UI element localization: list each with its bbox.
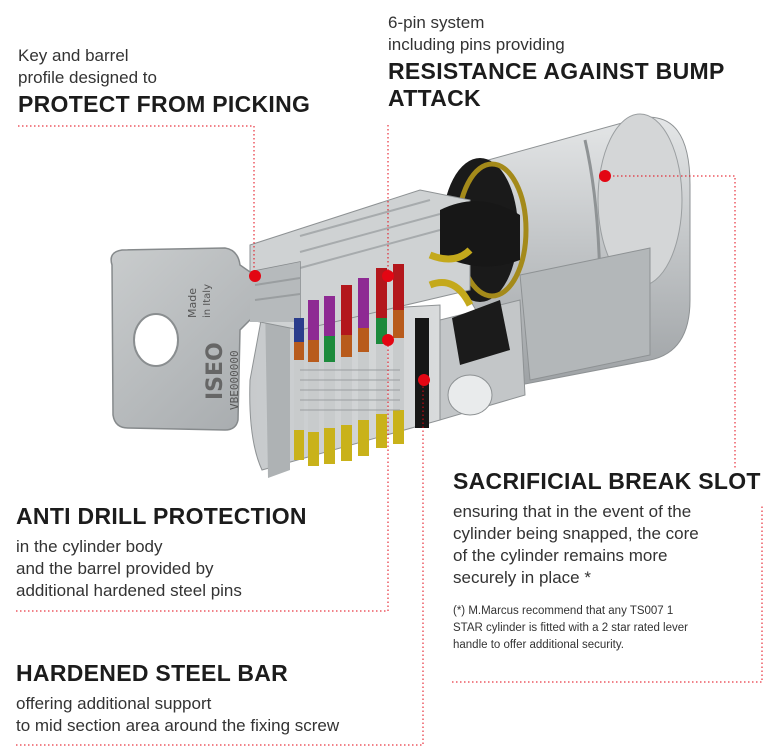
callout-picking: Key and barrel profile designed to PROTE…	[18, 45, 310, 118]
footnote-line2: STAR cylinder is fitted with a 2 star ra…	[453, 622, 688, 634]
bump-line1: 6-pin system	[388, 13, 485, 32]
callout-bump: 6-pin system including pins providing RE…	[388, 12, 725, 112]
picking-heading: PROTECT FROM PICKING	[18, 91, 311, 117]
steel-bar-heading: HARDENED STEEL BAR	[16, 660, 289, 686]
break-slot-line2: cylinder being snapped, the core	[453, 524, 699, 543]
key: Made in Italy ISEO VBE000000	[110, 247, 301, 431]
break-slot-heading: SACRIFICIAL BREAK SLOT	[453, 468, 761, 494]
anti-drill-line2: and the barrel provided by	[16, 559, 214, 578]
anti-drill-line1: in the cylinder body	[16, 537, 163, 556]
key-code-text: VBE000000	[228, 350, 241, 410]
marker-dot-picking	[249, 270, 261, 282]
marker-dot-steel-bar	[418, 374, 430, 386]
callout-steel-bar: HARDENED STEEL BAR offering additional s…	[16, 660, 339, 737]
break-slot-line3: of the cylinder remains more	[453, 546, 668, 565]
bump-heading-2: ATTACK	[388, 85, 481, 111]
leader-break-slot-top	[605, 175, 736, 468]
footnote-line3: handle to offer additional security.	[453, 639, 624, 651]
leader-picking	[18, 125, 255, 276]
pin-stack	[294, 264, 404, 466]
leader-break-slot-bottom	[452, 505, 763, 683]
picking-line1: Key and barrel	[18, 46, 129, 65]
marker-dot-bump	[382, 270, 394, 282]
marker-dots	[249, 170, 611, 386]
callout-break-slot: SACRIFICIAL BREAK SLOT ensuring that in …	[453, 468, 763, 654]
bump-line2: including pins providing	[388, 35, 565, 54]
cylinder-cutaway	[249, 189, 526, 478]
steel-bar-line2: to mid section area around the fixing sc…	[16, 716, 340, 735]
key-made-text: Made	[186, 288, 199, 318]
key-origin-text: in Italy	[202, 284, 213, 318]
footnote-line1: (*) M.Marcus recommend that any TS007 1	[453, 605, 674, 617]
marker-dot-anti-drill	[382, 334, 394, 346]
bump-heading-1: RESISTANCE AGAINST BUMP	[388, 58, 725, 84]
marker-dot-break-slot	[599, 170, 611, 182]
key-brand-logo: ISEO	[203, 342, 228, 400]
leader-anti-drill	[16, 340, 389, 612]
steel-bar-line1: offering additional support	[16, 694, 212, 713]
callout-anti-drill: ANTI DRILL PROTECTION in the cylinder bo…	[16, 503, 307, 602]
picking-line2: profile designed to	[18, 68, 157, 87]
break-slot-line4: securely in place *	[453, 568, 591, 587]
break-slot-footnote: (*) M.Marcus recommend that any TS007 1 …	[453, 603, 763, 654]
break-slot-line1: ensuring that in the event of the	[453, 502, 692, 521]
leader-lines	[16, 125, 763, 746]
anti-drill-heading: ANTI DRILL PROTECTION	[16, 503, 307, 529]
anti-drill-line3: additional hardened steel pins	[16, 581, 242, 600]
